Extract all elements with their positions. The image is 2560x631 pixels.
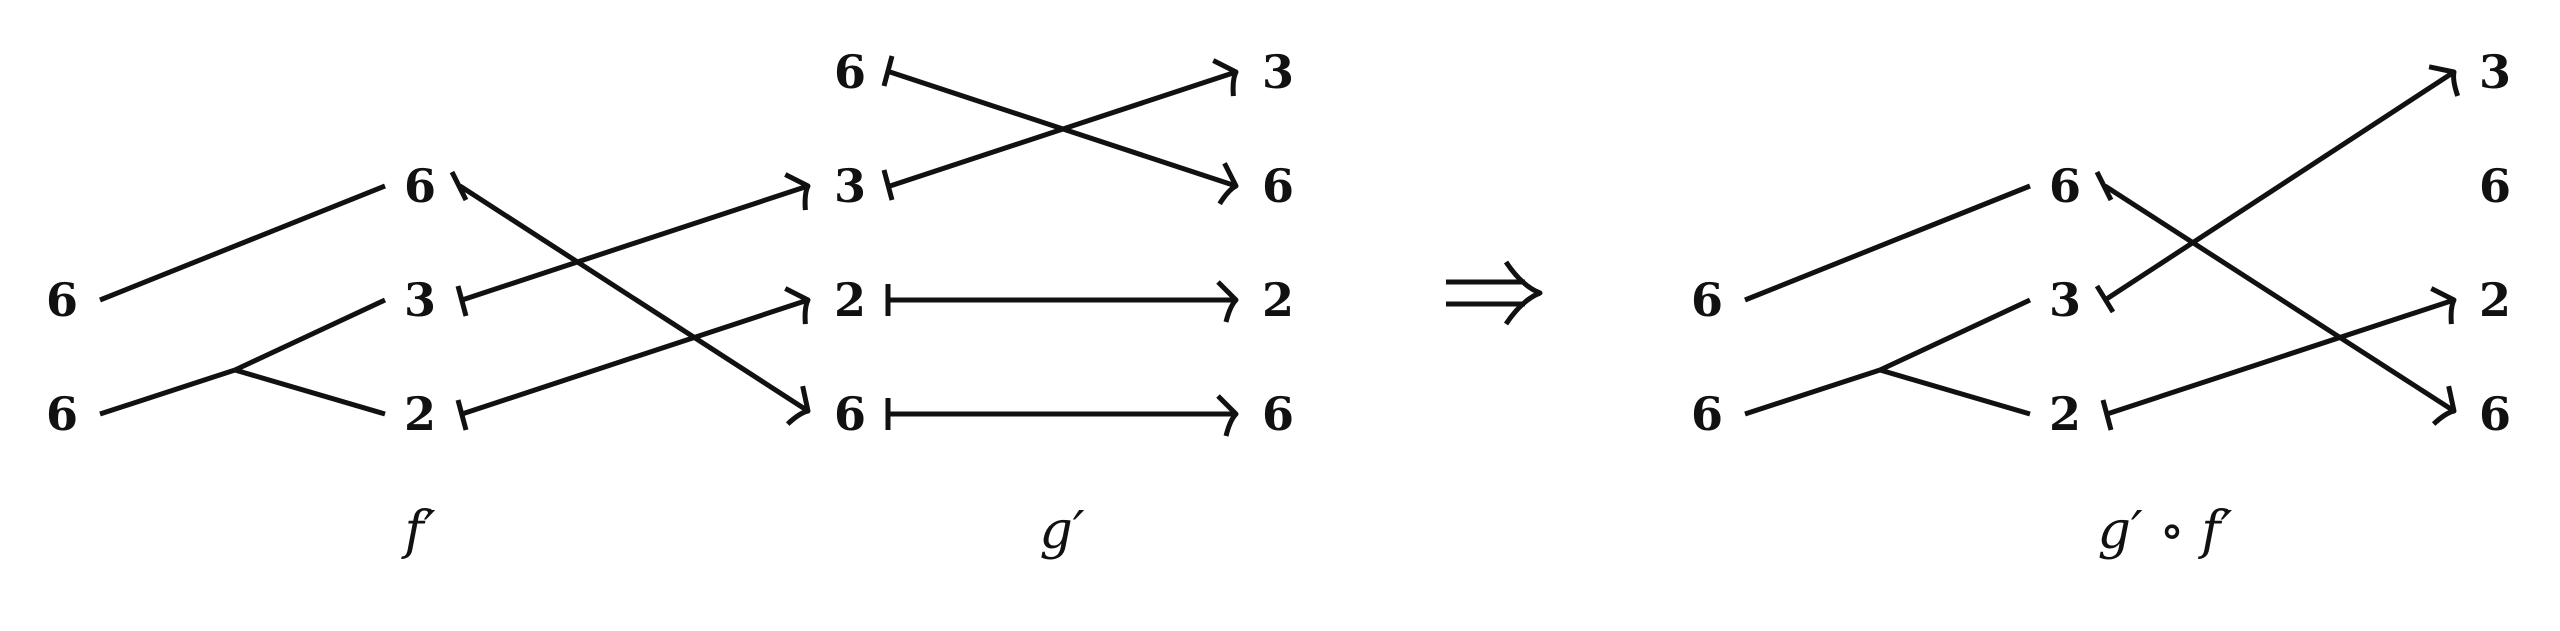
- gf-codomain-label-2: 6: [2479, 159, 2511, 213]
- gf-domain-label-2: 6: [1691, 387, 1723, 441]
- gf-map-edge-2: [2103, 69, 2456, 303]
- caption-g-prime-circ-f-prime: g′ ∘ f′: [2098, 501, 2233, 561]
- gf-codomain-label-4: 6: [2479, 387, 2511, 441]
- f-tail-bar-1: [449, 170, 469, 202]
- f-map-edge-2: [461, 183, 809, 303]
- implies-head: [1503, 260, 1543, 326]
- f-mid-label-3: 2: [404, 387, 436, 441]
- gf-mid-label-3: 2: [2049, 387, 2081, 441]
- f-mid-label-1: 6: [404, 159, 436, 213]
- gf-tail-bar-1: [2094, 170, 2114, 202]
- gf-mid-label-2: 3: [2049, 273, 2081, 327]
- f-domain-label-2: 6: [46, 387, 78, 441]
- f-prime-maps: [449, 169, 818, 431]
- g-codomain-label-1: 3: [1262, 45, 1294, 99]
- gf-map-edge-3: [2106, 297, 2455, 417]
- gf-tree-edge-3: [1878, 297, 2032, 373]
- f-domain-label-1: 6: [46, 273, 78, 327]
- gf-codomain-label-3: 2: [2479, 273, 2511, 327]
- f-map-edge-1: [458, 183, 810, 414]
- f-tail-bar-3: [455, 399, 469, 431]
- gf-codomain-label-1: 3: [2479, 45, 2511, 99]
- composition-f-prime: 6 6 6 3 2: [46, 159, 436, 441]
- f-tree-edge-1: [99, 183, 386, 303]
- g-domain-label-4: 6: [834, 387, 866, 441]
- g-codomain-label-2: 6: [1262, 159, 1294, 213]
- caption-f-prime: f′: [400, 501, 435, 561]
- g-codomain-label-4: 6: [1262, 387, 1294, 441]
- gf-domain-label-1: 6: [1691, 273, 1723, 327]
- g-domain-label-3: 2: [834, 273, 866, 327]
- g-domain-label-1: 6: [834, 45, 866, 99]
- f-map-edge-3: [461, 297, 809, 417]
- g-tail-bar-1: [881, 55, 895, 87]
- implies-symbol-text: ⟹: [1490, 299, 1492, 301]
- f-mid-label-2: 3: [404, 273, 436, 327]
- composition-result: 6 6 6 3 2 3 6 2 6 g′ ∘ f′: [1691, 45, 2511, 561]
- gf-tree-edge-1: [1744, 183, 2031, 303]
- f-tree-edge-2: [99, 367, 236, 417]
- g-map-edge-2: [889, 69, 1237, 189]
- g-tail-bar-2: [881, 169, 895, 201]
- f-tail-bar-2: [455, 285, 469, 317]
- gf-tree-edge-2: [1744, 367, 1881, 417]
- g-prime-maps: [881, 55, 1243, 436]
- g-domain-label-2: 3: [834, 159, 866, 213]
- gf-tail-bar-3: [2100, 399, 2114, 431]
- g-codomain-label-3: 2: [1262, 273, 1294, 327]
- gf-map-edge-1: [2103, 183, 2456, 414]
- gf-tree-edge-4: [1879, 367, 2031, 417]
- implies-arrow: ⟹: [1446, 260, 1543, 326]
- g-domain-column: 6 3 2 6: [834, 45, 866, 441]
- f-tree-edge-3: [233, 297, 387, 373]
- caption-g-prime: g′: [1039, 501, 1084, 561]
- f-tree-edge-4: [234, 367, 386, 417]
- gf-mid-label-1: 6: [2049, 159, 2081, 213]
- g-codomain-column: 3 6 2 6: [1262, 45, 1294, 441]
